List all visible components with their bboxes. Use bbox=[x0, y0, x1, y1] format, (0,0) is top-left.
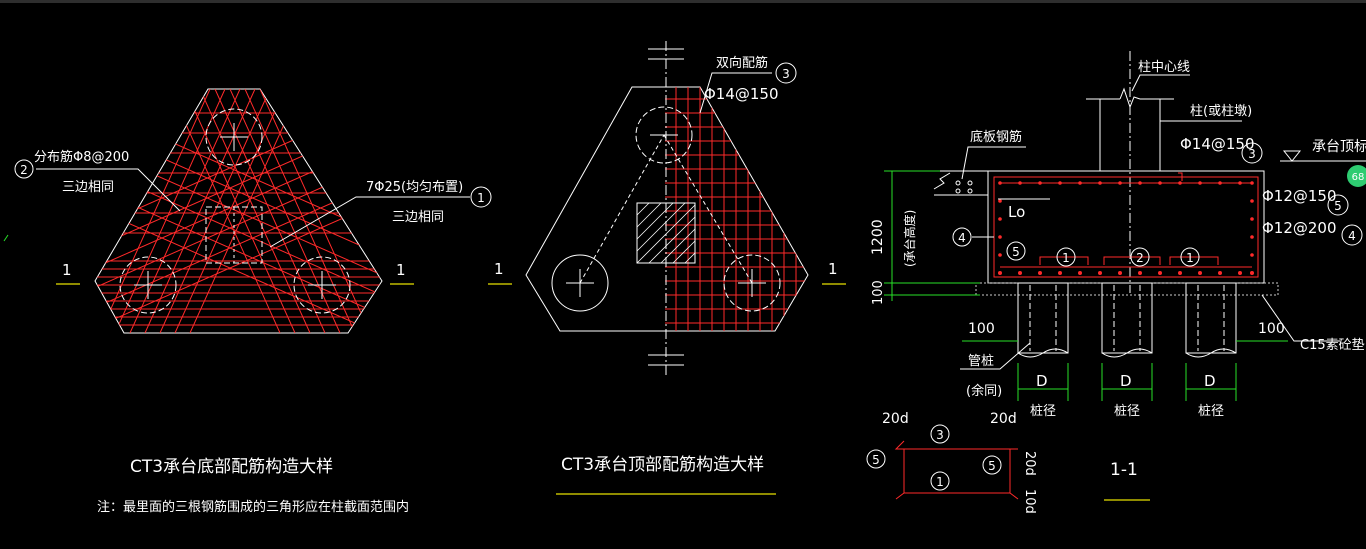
top-border bbox=[0, 0, 1366, 3]
pile-circle-right bbox=[293, 256, 351, 314]
label-distribution-bar: 分布筋Φ8@200 bbox=[34, 149, 129, 165]
marker-4-right: 4 bbox=[1348, 229, 1356, 243]
label-same: (余同) bbox=[966, 383, 1002, 399]
pile-circle-top bbox=[205, 108, 263, 166]
section-title: 1-1 bbox=[1110, 460, 1138, 480]
pile-diameter-2: 桩径 bbox=[1114, 404, 1140, 419]
label-main-bars: 7Φ25(均匀布置) bbox=[366, 180, 463, 195]
column-hatch-lines bbox=[636, 202, 696, 264]
dimension-lines bbox=[884, 170, 1288, 401]
detail-marker-1: 1 bbox=[936, 475, 944, 489]
middle-panel-top-rebar-detail: 双向配筋 3 Φ14@150 1 1 CT3承台顶部配筋构造大样 bbox=[488, 41, 846, 495]
marker-5-right: 5 bbox=[1334, 199, 1342, 213]
marker-3-label: 3 bbox=[782, 67, 790, 81]
leader-bottom-plate bbox=[961, 146, 1026, 180]
c15-cushion bbox=[975, 282, 1279, 296]
section-label-left-mid: 1 bbox=[494, 260, 504, 278]
break-left bbox=[933, 172, 951, 190]
pile-circle-left-mid bbox=[551, 254, 609, 312]
badge-number: 68 bbox=[1352, 172, 1365, 183]
marker-1-circle bbox=[470, 186, 492, 208]
leader-column-center bbox=[1131, 74, 1190, 92]
label-c15: C15素砼垫 bbox=[1300, 337, 1365, 353]
marker-5-left: 5 bbox=[1012, 245, 1020, 259]
rebar-mesh-top bbox=[665, 87, 808, 331]
left-edge-mark bbox=[3, 234, 9, 242]
detail-20d-left: 20d bbox=[882, 411, 909, 427]
pile-diameter-3: 桩径 bbox=[1198, 404, 1224, 419]
stirrup-detail: 20d 20d 20d 10d 3 5 5 1 bbox=[866, 411, 1037, 514]
label-main-same: 三边相同 bbox=[392, 210, 444, 225]
marker-3-circle bbox=[775, 62, 797, 84]
middle-panel-title: CT3承台顶部配筋构造大样 bbox=[561, 455, 764, 475]
label-distribution-same: 三边相同 bbox=[62, 180, 114, 195]
marker-4-left: 4 bbox=[958, 231, 966, 245]
dim-1200: 1200 bbox=[870, 219, 886, 255]
label-spacing: Φ14@150 bbox=[704, 85, 779, 103]
label-column: 柱(或柱墩) bbox=[1190, 104, 1252, 119]
pipe-piles bbox=[1017, 282, 1237, 358]
detail-marker-3: 3 bbox=[936, 428, 944, 442]
detail-marker-5-left: 5 bbox=[872, 453, 880, 467]
left-panel-bottom-rebar-detail: 2 分布筋Φ8@200 三边相同 1 7Φ25(均匀布置) 三边相同 1 1 C… bbox=[14, 88, 492, 515]
leader-main-bars bbox=[269, 196, 470, 248]
label-lo: Lo bbox=[1008, 203, 1025, 221]
marker-1-b: 1 bbox=[1186, 251, 1194, 265]
cad-drawing-canvas[interactable]: 2 分布筋Φ8@200 三边相同 1 7Φ25(均匀布置) 三边相同 1 1 C… bbox=[0, 3, 1366, 549]
label-phi12-a: Φ12@150 bbox=[1262, 187, 1337, 205]
section-label-left: 1 bbox=[62, 261, 72, 279]
leader-distribution bbox=[36, 168, 181, 212]
rebar-mesh-bottom bbox=[95, 89, 382, 333]
marker-2-circle bbox=[14, 159, 34, 179]
marker-1-a: 1 bbox=[1062, 251, 1070, 265]
pile-d-2: D bbox=[1120, 372, 1132, 390]
label-bottom-plate: 底板钢筋 bbox=[970, 129, 1022, 145]
label-cap-top: 承台顶标 bbox=[1312, 139, 1366, 155]
detail-20d-vertical: 20d bbox=[1022, 451, 1037, 476]
detail-marker-5-right: 5 bbox=[988, 459, 996, 473]
dim-100-bottom: 100 bbox=[871, 280, 886, 305]
detail-10d: 10d bbox=[1022, 489, 1037, 514]
pile-circle-top-mid bbox=[635, 106, 693, 164]
pile-circle-right-mid bbox=[723, 254, 781, 312]
marker-3-right: 3 bbox=[1248, 147, 1256, 161]
pile-circle-left bbox=[119, 256, 177, 314]
section-label-right-mid: 1 bbox=[828, 260, 838, 278]
rebar-dots bbox=[998, 181, 1254, 275]
label-phi14: Φ14@150 bbox=[1180, 135, 1255, 153]
left-panel-title: CT3承台底部配筋构造大样 bbox=[130, 457, 333, 477]
left-panel-note: 注：最里面的三根钢筋围成的三角形应在柱截面范围内 bbox=[97, 499, 409, 515]
right-panel-section-detail: 柱中心线 柱(或柱墩) bbox=[866, 51, 1366, 514]
detail-20d-right: 20d bbox=[990, 411, 1017, 427]
label-pipe-pile: 管桩 bbox=[968, 354, 994, 369]
pile-diameter-1: 桩径 bbox=[1030, 404, 1056, 419]
pile-d-3: D bbox=[1204, 372, 1216, 390]
pile-d-1: D bbox=[1036, 372, 1048, 390]
rebar-cage bbox=[993, 176, 1259, 278]
label-column-center: 柱中心线 bbox=[1138, 60, 1190, 75]
section-label-right: 1 bbox=[396, 261, 406, 279]
pile-cap-section bbox=[987, 170, 1265, 284]
marker-2-label: 2 bbox=[20, 163, 28, 177]
label-phi12-b: Φ12@200 bbox=[1262, 219, 1337, 237]
dim-100-right: 100 bbox=[1258, 321, 1285, 337]
dim-cap-height: (承台高度) bbox=[902, 210, 917, 267]
marker-2-right: 2 bbox=[1136, 251, 1144, 265]
label-bidirectional: 双向配筋 bbox=[716, 55, 768, 71]
marker-1-label: 1 bbox=[477, 191, 485, 205]
badge-circle[interactable] bbox=[1347, 165, 1366, 187]
dim-100-left: 100 bbox=[968, 321, 995, 337]
leader-bidirectional bbox=[699, 72, 772, 114]
